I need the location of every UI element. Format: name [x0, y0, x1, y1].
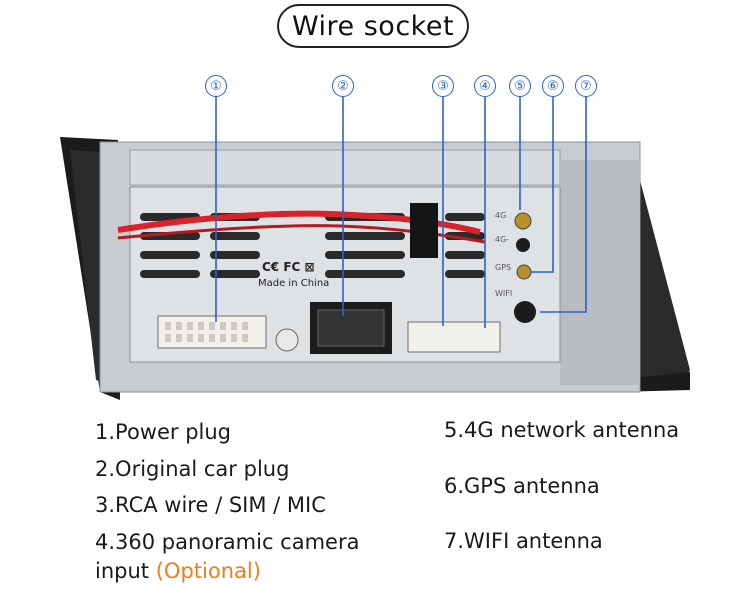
feature-item-cont-text: input	[95, 559, 150, 583]
callout-7: ⑦	[575, 75, 597, 97]
callout-3: ③	[432, 75, 454, 97]
feature-item: 7.WIFI antenna	[444, 529, 603, 553]
feature-item: 2.Original car plug	[95, 457, 290, 481]
svg-text:GPS: GPS	[495, 263, 511, 272]
head-unit-illustration: C€ FC ⊠ Made in China 4G 4G- GPS WIFI	[60, 97, 690, 400]
feature-item-continued: input (Optional)	[95, 557, 261, 585]
svg-text:4G: 4G	[495, 211, 506, 220]
callout-4: ④	[474, 75, 496, 97]
svg-text:WIFI: WIFI	[495, 289, 512, 298]
callout-1: ①	[205, 75, 227, 97]
callout-2: ②	[332, 75, 354, 97]
feature-item: 5.4G network antenna	[444, 418, 680, 442]
feature-item: 3.RCA wire / SIM / MIC	[95, 493, 326, 517]
callout-6: ⑥	[542, 75, 564, 97]
page-title: Wire socket	[277, 4, 469, 48]
optional-label: (Optional)	[155, 559, 261, 583]
feature-item: 6.GPS antenna	[444, 474, 600, 498]
feature-item: 4.360 panoramic camera	[95, 530, 360, 554]
svg-text:4G-: 4G-	[495, 235, 509, 244]
feature-item: 1.Power plug	[95, 420, 232, 444]
svg-text:C€ FC ⊠: C€ FC ⊠	[262, 260, 315, 274]
callout-5: ⑤	[509, 75, 531, 97]
made-in-china-text: Made in China	[258, 278, 329, 289]
